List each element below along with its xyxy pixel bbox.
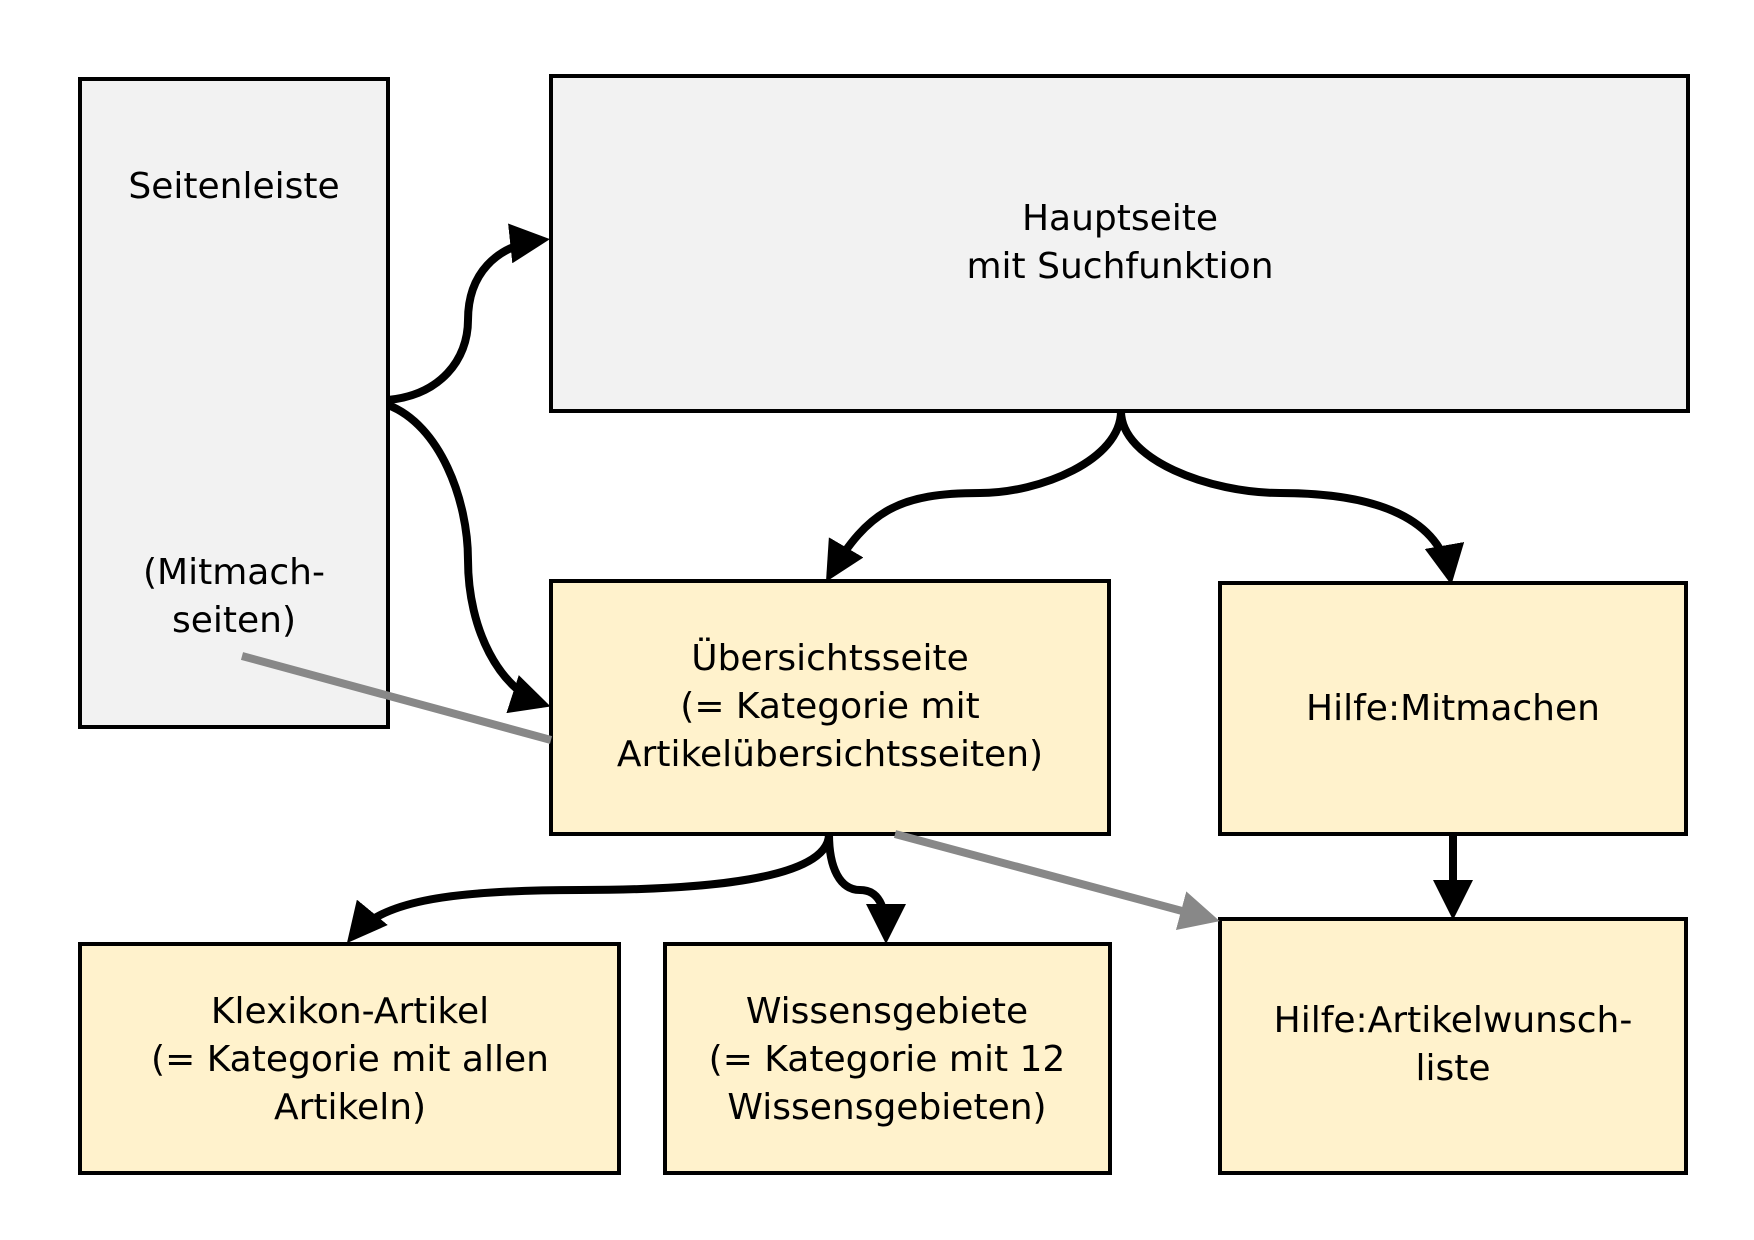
wissensgebiete-line2: (= Kategorie mit 12 (709, 1039, 1066, 1080)
wissensgebiete-line1: Wissensgebiete (746, 991, 1028, 1032)
uebersichtsseite-line3: Artikelübersichtsseiten) (617, 734, 1043, 775)
uebersichtsseite-line2: (= Kategorie mit (680, 686, 979, 727)
seitenleiste-note-line2: seiten) (172, 600, 296, 641)
edge-seitenleiste-to-hauptseite (387, 223, 550, 404)
hauptseite-box (549, 74, 1690, 413)
seitenleiste-box (78, 77, 390, 729)
seitenleiste-title: Seitenleiste (128, 166, 339, 207)
hauptseite-line1: Hauptseite (1022, 198, 1218, 239)
klexikon-line3: Artikeln) (274, 1087, 426, 1128)
uebersichtsseite-line1: Übersichtsseite (691, 637, 969, 679)
klexikon-line1: Klexikon-Artikel (211, 991, 489, 1032)
edge-seitenleiste-to-wunschliste (240, 652, 1212, 919)
uebersichtsseite-box (549, 579, 1111, 836)
edge-uebersichtsseite-to-klexikon (346, 833, 833, 944)
edge-hauptseite-to-hilfe-mitmachen (1117, 410, 1465, 585)
edge-hauptseite-to-uebersichtsseite (825, 410, 1125, 582)
wunschliste-line1: Hilfe:Artikelwunsch- (1274, 1000, 1633, 1041)
edge-seitenleiste-to-uebersichtsseite (386, 401, 551, 714)
klexikon-artikel-box (78, 942, 621, 1175)
hauptseite-line2: mit Suchfunktion (966, 246, 1273, 287)
wissensgebiete-box (663, 942, 1112, 1175)
seitenleiste-note-line1: (Mitmach- (143, 552, 325, 593)
klexikon-line2: (= Kategorie mit allen (151, 1039, 549, 1080)
wunschliste-line2: liste (1415, 1048, 1490, 1089)
edge-uebersichtsseite-to-wissensgebiete (825, 833, 906, 944)
hilfe-artikelwunschliste-box (1218, 917, 1688, 1175)
wissensgebiete-line3: Wissensgebieten) (727, 1087, 1046, 1128)
hilfe-mitmachen-line1: Hilfe:Mitmachen (1306, 688, 1600, 729)
